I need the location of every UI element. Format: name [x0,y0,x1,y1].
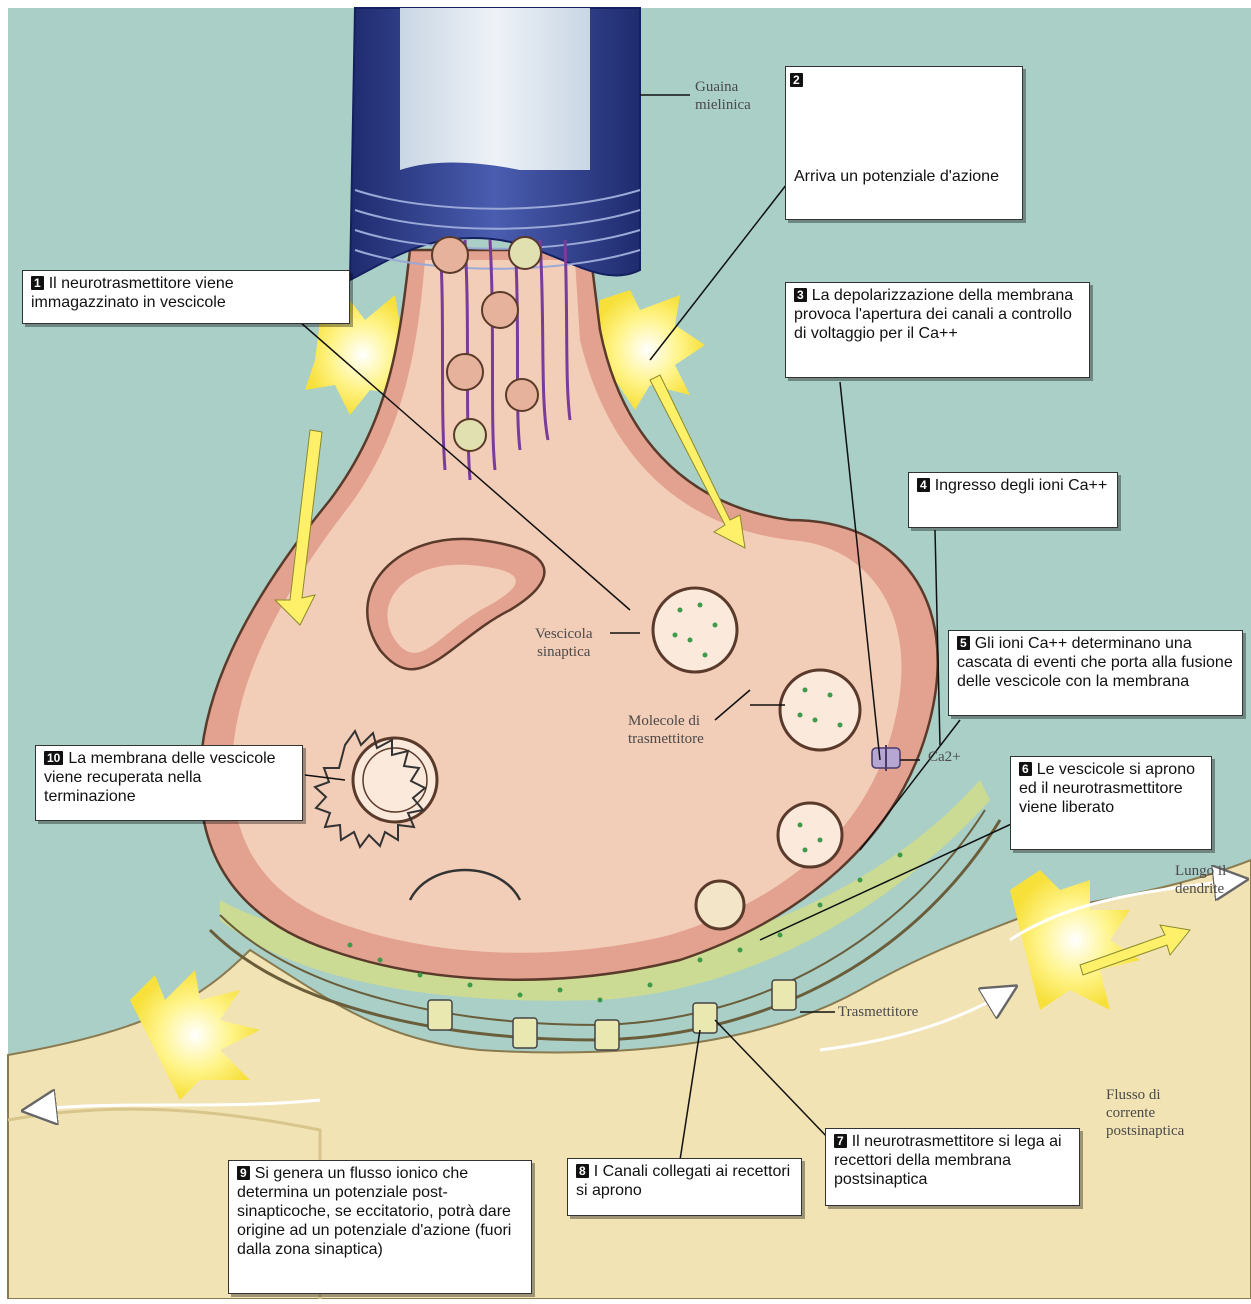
label-trasmettitore: Trasmettitore [838,1003,918,1021]
step-1-number: 1 [31,276,44,290]
step-10-number: 10 [44,751,63,765]
step-4-text: Ingresso degli ioni Ca++ [935,477,1108,494]
step-3-number: 3 [794,288,807,302]
step-4-number: 4 [917,478,930,492]
label-flusso-corrente: Flusso di corrente postsinaptica [1106,1086,1184,1140]
step-5-text: Gli ioni Ca++ determinano una cascata di… [957,635,1233,690]
label-vescicola-sinaptica: Vescicola sinaptica [535,625,592,661]
label-lungo-dendrite: Lungo il dendrite [1175,862,1226,898]
step-7-number: 7 [834,1134,847,1148]
step-10-text: La membrana delle vescicole viene recupe… [44,750,276,805]
step-3-text: La depolarizzazione della membrana provo… [794,287,1073,342]
step-2-number: 2 [790,73,803,87]
step-8-text: I Canali collegati ai recettori si apron… [576,1163,790,1199]
step-1-text: Il neurotrasmettitore viene immagazzinat… [31,275,234,311]
step-4-box: 4 Ingresso degli ioni Ca++ [908,472,1118,528]
calcium-channel [872,745,900,771]
step-2-text: Arriva un potenziale d'azione [794,168,999,185]
step-7-text: Il neurotrasmettitore si lega ai recetto… [834,1133,1062,1188]
step-6-text: Le vescicole si aprono ed il neurotrasme… [1019,761,1195,816]
step-8-number: 8 [576,1164,589,1178]
label-molecole-trasmettitore: Molecole di trasmettitore [628,712,704,748]
step-6-number: 6 [1019,762,1032,776]
label-guaina-mielinica: Guaina mielinica [695,78,751,114]
step-5-number: 5 [957,636,970,650]
label-calcium: Ca2+ [928,748,961,766]
step-9-text: Si genera un flusso ionico che determina… [237,1165,511,1258]
step-9-number: 9 [237,1166,250,1180]
